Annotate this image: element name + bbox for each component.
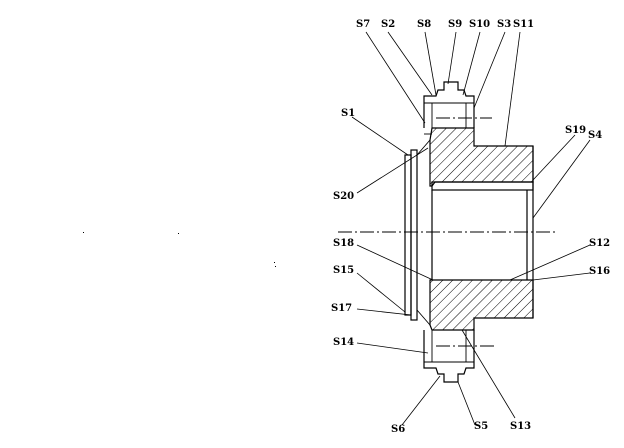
label-s2: S2 [381,19,395,30]
label-s10: S10 [469,19,490,30]
label-s8: S8 [417,19,431,30]
label-s5: S5 [474,421,488,432]
lower-gear [423,330,496,383]
upper-groove [431,181,534,191]
lower-hatched-body [429,279,534,331]
label-s9: S9 [448,19,462,30]
label-s15: S15 [333,265,354,276]
label-s1: S1 [341,108,355,119]
specks [83,232,276,267]
bore [431,146,534,318]
label-s13: S13 [510,421,531,432]
part-labels: S7 S2 S8 S9 S10 S3 S11 S1 S19 S4 S20 S18… [331,19,610,435]
label-s7: S7 [356,19,370,30]
upper-hatched-body [429,127,534,187]
label-s6: S6 [391,424,405,435]
left-flange [404,139,431,326]
leader-lines [351,31,591,426]
label-s12: S12 [589,238,610,249]
label-s18: S18 [333,238,354,249]
label-s16: S16 [589,266,610,277]
label-s11: S11 [513,19,534,30]
label-s14: S14 [333,337,354,348]
label-s17: S17 [331,303,352,314]
label-s20: S20 [333,191,354,202]
label-s4: S4 [588,130,602,141]
upper-gear [423,81,492,135]
label-s3: S3 [497,19,511,30]
label-s19: S19 [565,125,586,136]
